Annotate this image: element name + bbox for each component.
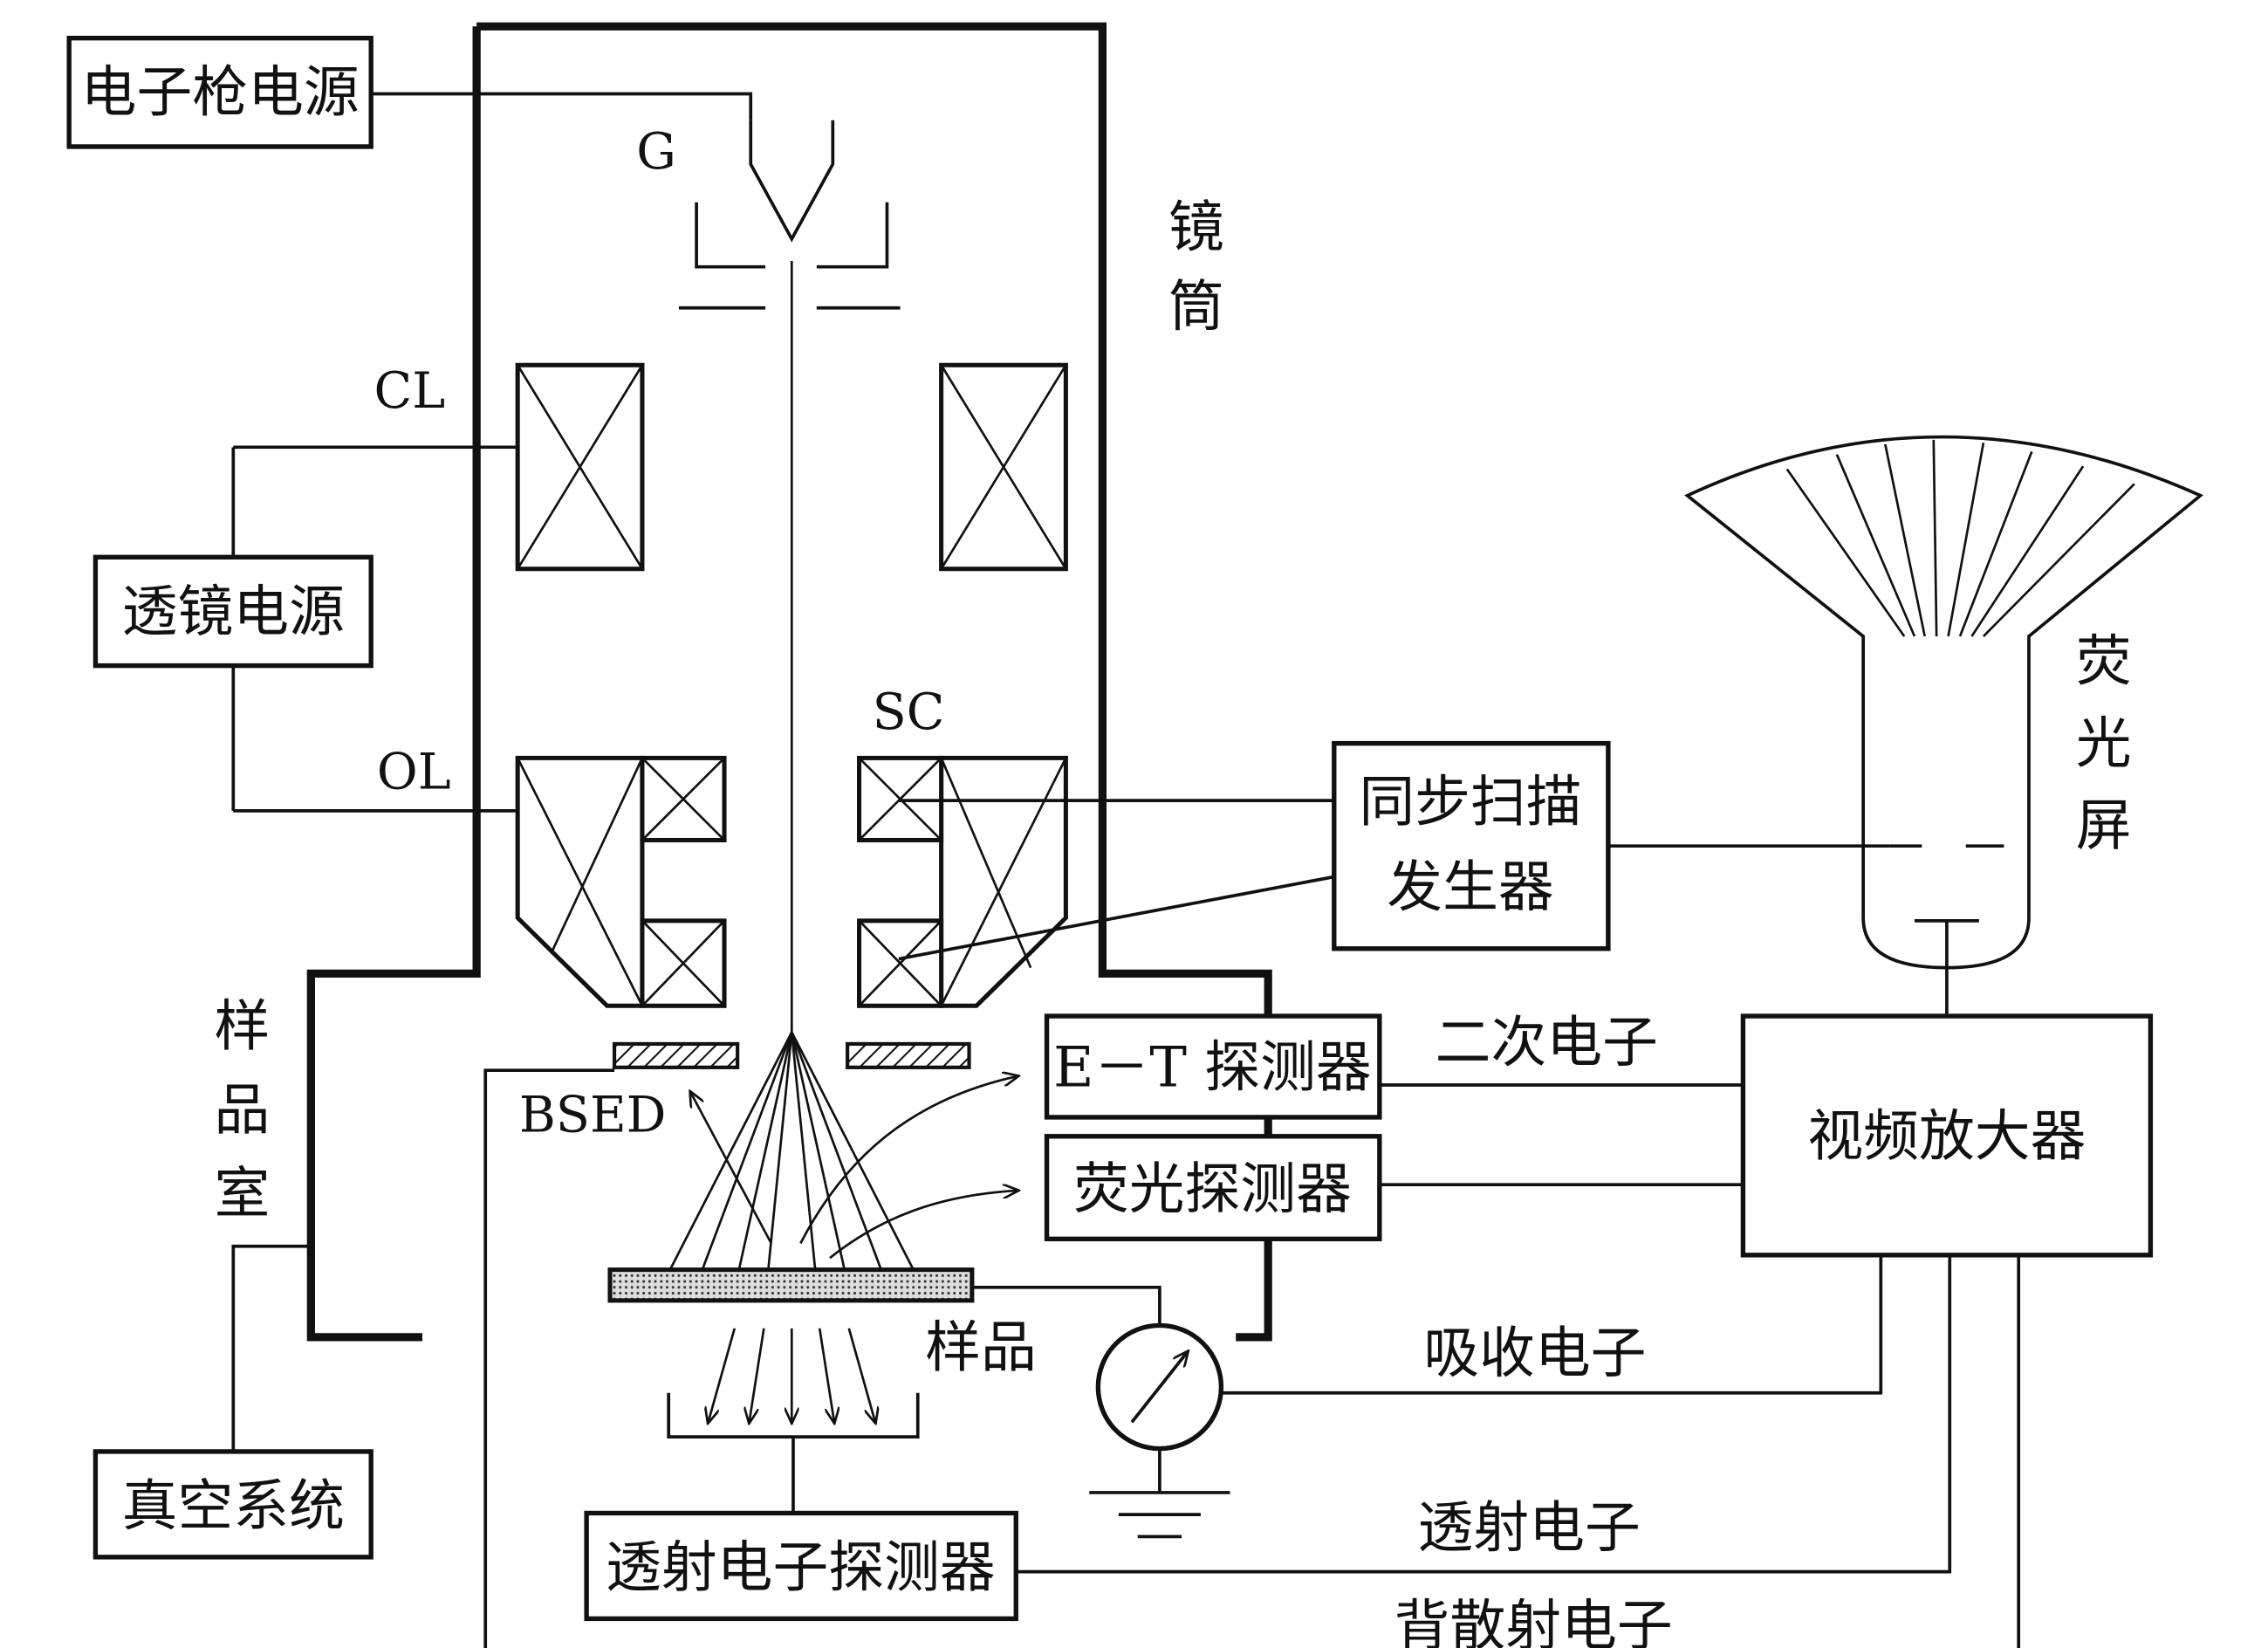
label-gun: G <box>636 123 676 181</box>
scan-generator-label-1: 同步扫描 <box>1359 771 1581 835</box>
condenser-lens-right <box>939 362 1068 572</box>
crt-rays <box>1785 439 2135 637</box>
lens-power-label: 透镜电源 <box>122 580 345 644</box>
column-wall-right <box>476 22 1272 1342</box>
label-scan-coil: SC <box>873 683 945 741</box>
label-sample: 样品 <box>925 1315 1037 1380</box>
label-screen-1: 荧 <box>2076 629 2132 694</box>
label-secondary-electrons: 二次电子 <box>1435 1011 1658 1075</box>
label-screen-2: 光 <box>2076 711 2132 776</box>
fluor-detector-box: 荧光探测器 <box>1044 1134 1382 1242</box>
secondary-electron-arrow <box>799 1076 1018 1245</box>
trans-detector-box: 透射电子探测器 <box>584 1510 1018 1622</box>
label-condenser: CL <box>374 362 446 420</box>
transmitted-rays <box>709 1328 875 1423</box>
bsed-plate-left <box>612 1041 740 1069</box>
scatter-fan <box>668 1031 915 1271</box>
objective-lens-right <box>857 755 1068 1008</box>
ground-symbol <box>1089 1491 1230 1539</box>
vacuum-label: 真空系统 <box>122 1474 345 1539</box>
scan-generator-box: 同步扫描 发生器 <box>1332 740 1611 951</box>
label-chamber-3: 室 <box>214 1162 270 1226</box>
backscatter-arrow <box>690 1092 772 1245</box>
video-amp-box: 视频放大器 <box>1740 1013 2154 1258</box>
gun-power-label: 电子枪电源 <box>81 61 360 126</box>
label-objective: OL <box>377 744 451 801</box>
gun-power-box: 电子枪电源 <box>66 35 373 149</box>
label-bsed: BSED <box>519 1087 667 1144</box>
bsed-plate-right <box>846 1041 971 1069</box>
trans-detector-label: 透射电子探测器 <box>606 1535 996 1600</box>
sample <box>607 1267 975 1303</box>
label-transmitted-electrons: 透射电子 <box>1418 1496 1641 1561</box>
transmission-collector <box>667 1392 920 1439</box>
label-chamber-1: 样 <box>214 995 270 1060</box>
et-detector-box: E－T 探测器 <box>1044 1013 1382 1120</box>
lens-power-box: 透镜电源 <box>93 554 373 669</box>
label-screen-3: 屏 <box>2076 794 2132 859</box>
label-chamber-2: 品 <box>214 1078 270 1143</box>
label-backscattered-electrons: 背散射电子 <box>1394 1595 1673 1648</box>
column-wall-left <box>306 26 481 1342</box>
video-amp-label: 视频放大器 <box>1807 1105 2086 1170</box>
objective-lens-left <box>515 755 727 1008</box>
fluor-detector-label: 荧光探测器 <box>1073 1157 1352 1222</box>
xray-arrow <box>829 1191 1018 1260</box>
scan-generator-label-2: 发生器 <box>1387 855 1553 920</box>
condenser-lens-left <box>515 362 645 572</box>
label-column-1: 镜 <box>1168 196 1224 260</box>
label-column-2: 筒 <box>1168 275 1224 340</box>
label-absorbed-electrons: 吸收电子 <box>1423 1322 1646 1386</box>
vacuum-box: 真空系统 <box>93 1449 373 1560</box>
et-detector-label: E－T 探测器 <box>1053 1036 1372 1101</box>
crt-tube <box>1684 435 2203 970</box>
electron-gun <box>678 120 901 310</box>
